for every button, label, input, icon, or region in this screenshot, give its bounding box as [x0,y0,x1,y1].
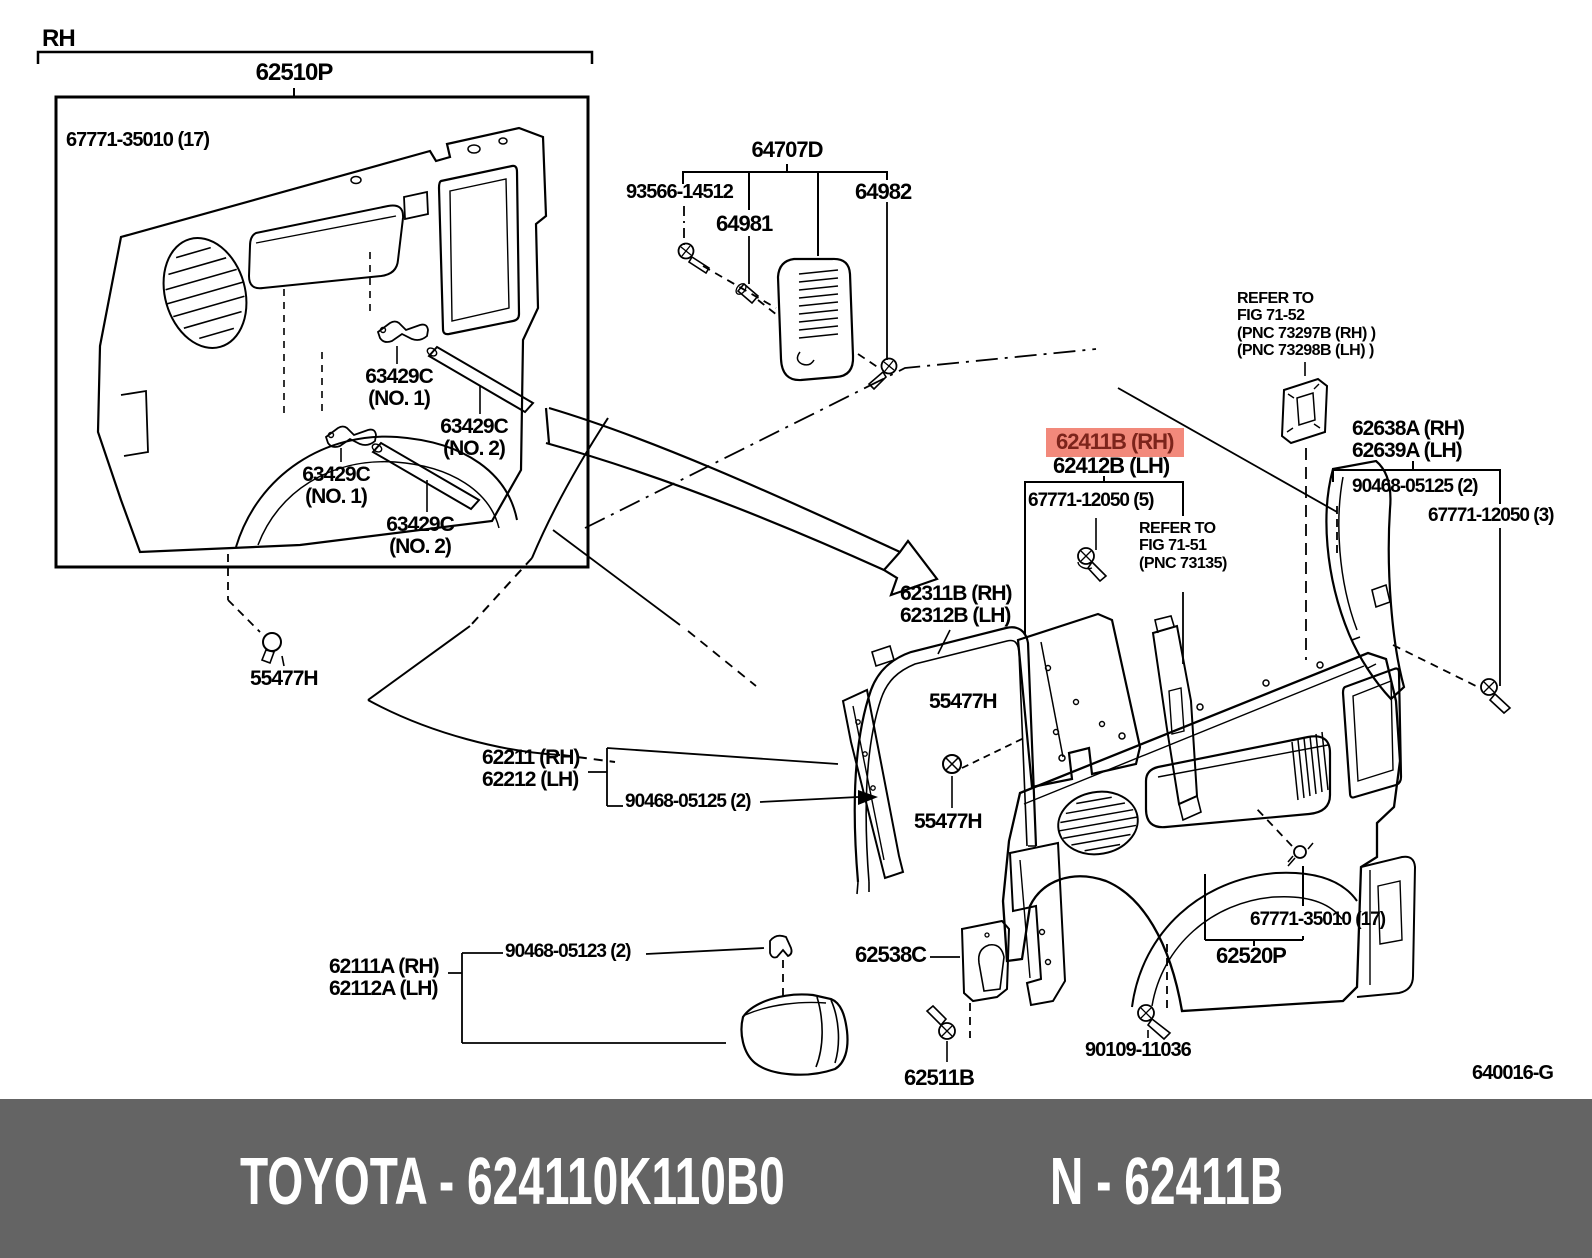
bracket-62520P [1204,807,1314,946]
center-pillar-garnish-62411B-part [1016,612,1142,789]
side-indicator: RH [42,25,76,52]
part-label-90468-05123: 90468-05123 (2) [505,941,631,962]
grommet-55477H-center [942,737,1025,808]
bracket-62538C [925,919,1011,1062]
screw-90109 [1137,938,1172,1041]
part-label-93566-14512: 93566-14512 [626,181,734,203]
quarter-trim-panel-62510P [96,126,548,554]
part-label-62520P: 62520P [1216,943,1287,968]
rh-bracket [36,50,594,569]
part-label-67771-12050-5: 67771-12050 (5) [1028,490,1154,511]
plate-refer-71-52 [1280,362,1329,660]
pillar-garnish-62638A [1325,459,1512,715]
part-label-62211: 62211 (RH) 62212 (LH) [482,746,580,792]
part-label-90468-05125-left: 90468-05125 (2) [625,791,751,812]
part-label-62412B: 62412B (LH) [1053,453,1170,478]
bracket-62411B [1024,476,1184,664]
part-label-55477H-left: 55477H [250,667,319,690]
part-label-63429C-no1-a: 63429C (NO. 1) [365,365,434,411]
part-label-55477H-lower: 55477H [914,810,983,833]
lock-pillar-strip [841,688,905,880]
part-label-55477H-center: 55477H [929,690,998,713]
part-label-67771-35010-right: 67771-35010 (17) [1250,909,1386,930]
bracket-62111A [448,934,793,1044]
speaker-grille [162,237,248,349]
footer-bar: TOYOTA - 624110K110B0 N - 62411B [0,1099,1592,1258]
retainer-clips-63429C [324,320,535,512]
pointer-arrow [544,406,939,597]
footer-part-number: TOYOTA - 624110K110B0 [240,1143,785,1219]
part-label-62638A: 62638A (RH) 62639A (LH) [1352,417,1465,463]
pillar-strip-73135 [1151,615,1202,822]
footer-pnc: N - 62411B [1050,1143,1284,1219]
part-label-67771-12050-3: 67771-12050 (3) [1428,505,1554,526]
part-label-62511B: 62511B [904,1065,975,1090]
car-outline [367,348,1338,763]
vent-assembly-64707D [677,164,898,391]
part-label-62111A: 62111A (RH) 62112A (LH) [329,955,440,1001]
speaker-grille-rear [1057,790,1139,856]
vent-grille-lines [798,269,839,339]
part-label-67771-35010-box: 67771-35010 (17) [66,129,210,151]
bracket-62211 [588,747,878,807]
grommet-55477H-left [227,554,285,667]
part-label-64707D: 64707D [751,137,823,162]
part-label-62411B-highlighted: 62411B (RH) [1056,429,1174,454]
highlight-box-62411B [1046,428,1184,457]
part-label-63429C-no2-b: 63429C (NO. 2) [386,513,455,559]
part-label-62538C: 62538C [855,942,927,967]
figure-code: 640016-G [1472,1062,1554,1084]
part-label-62311B: 62311B (RH) 62312B (LH) [900,582,1013,628]
part-label-64982: 64982 [855,179,912,204]
part-label-64981: 64981 [716,211,773,236]
vent-slits [1291,731,1329,801]
refer-note-fig-71-51: REFER TO FIG 71-51 (PNC 73135) [1139,520,1227,572]
part-label-63429C-no2-a: 63429C (NO. 2) [440,415,509,461]
part-label-90468-05125-right: 90468-05125 (2) [1352,476,1478,497]
quarter-trim-panel-62520P [1001,651,1417,1013]
part-label-90109-11036: 90109-11036 [1085,1039,1192,1061]
part-label-63429C-no1-b: 63429C (NO. 1) [302,463,371,509]
part-label-62510P: 62510P [255,59,334,86]
cowl-side-trim [740,993,849,1076]
refer-note-fig-71-52: REFER TO FIG 71-52 (PNC 73297B (RH) ) (P… [1237,290,1376,359]
diagram-line-art [36,50,1512,1076]
